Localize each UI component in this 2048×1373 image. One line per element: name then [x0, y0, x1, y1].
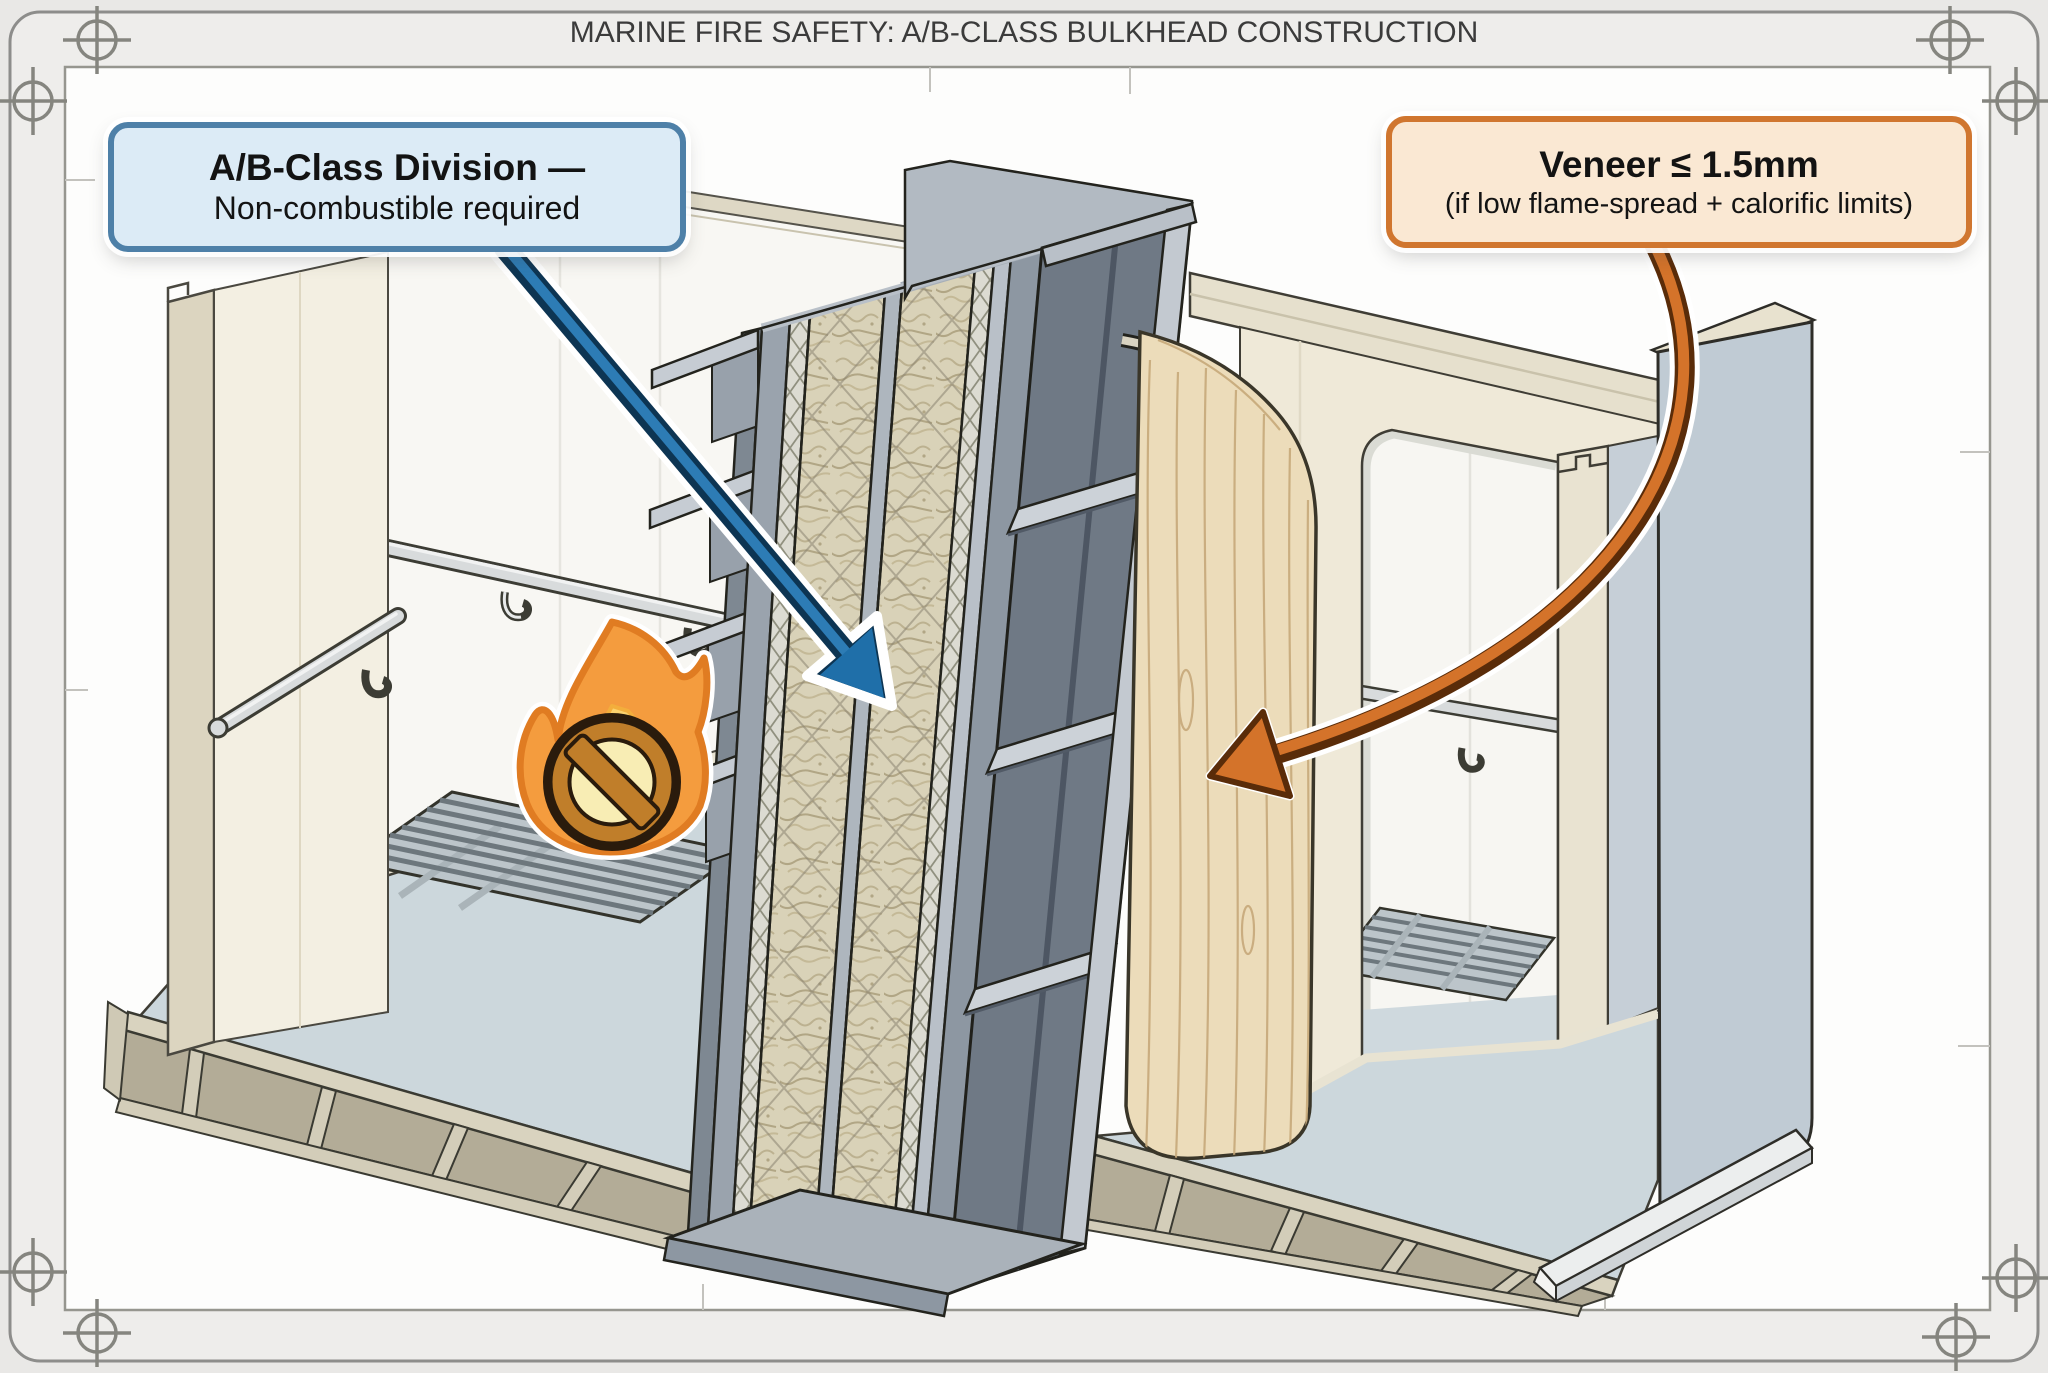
registration-mark — [0, 1238, 67, 1306]
doorway — [1360, 428, 1560, 1070]
division-callout: A/B-Class Division — Non-combustible req… — [108, 122, 686, 252]
right-deck-structure — [1074, 1134, 1620, 1318]
right-end-wall — [1532, 301, 1818, 1304]
page-title: MARINE FIRE SAFETY: A/B-CLASS BULKHEAD C… — [569, 16, 1479, 49]
right-handrail — [1362, 682, 1558, 773]
registration-mark — [63, 6, 131, 74]
left-cabin-cut-wall — [166, 250, 389, 1057]
registration-mark — [63, 1299, 131, 1367]
division-callout-body: Non-combustible required — [213, 189, 581, 226]
registration-mark — [1916, 6, 1984, 74]
doorway-jamb-post — [1556, 444, 1610, 1048]
right-floor-vent-grille — [1362, 906, 1557, 1002]
fire-prohibited-icon — [512, 614, 715, 860]
left-handrail-cut-wall — [207, 607, 407, 739]
registration-mark — [1922, 1303, 1990, 1371]
registration-mark — [1982, 67, 2048, 135]
bulkhead-base-plate — [662, 1188, 1088, 1318]
end-wall-foot — [1532, 1128, 1814, 1304]
bulkhead-back-plate — [903, 159, 1194, 303]
registration-mark — [1982, 1244, 2048, 1312]
division-leader-arrow — [488, 231, 897, 711]
bulkhead-division — [644, 159, 1198, 1318]
division-callout-heading: A/B-Class Division — — [208, 147, 586, 189]
registration-mark — [0, 67, 67, 135]
veneer-callout: Veneer ≤ 1.5mm (if low flame-spread + ca… — [1386, 116, 1972, 248]
right-cabin — [1074, 271, 1818, 1318]
veneer-callout-heading: Veneer ≤ 1.5mm — [1539, 144, 1819, 186]
veneer-leader-arrow — [1205, 225, 1700, 801]
registration-marks — [0, 6, 2048, 1371]
veneer-callout-body: (if low flame-spread + calorific limits) — [1444, 187, 1914, 220]
